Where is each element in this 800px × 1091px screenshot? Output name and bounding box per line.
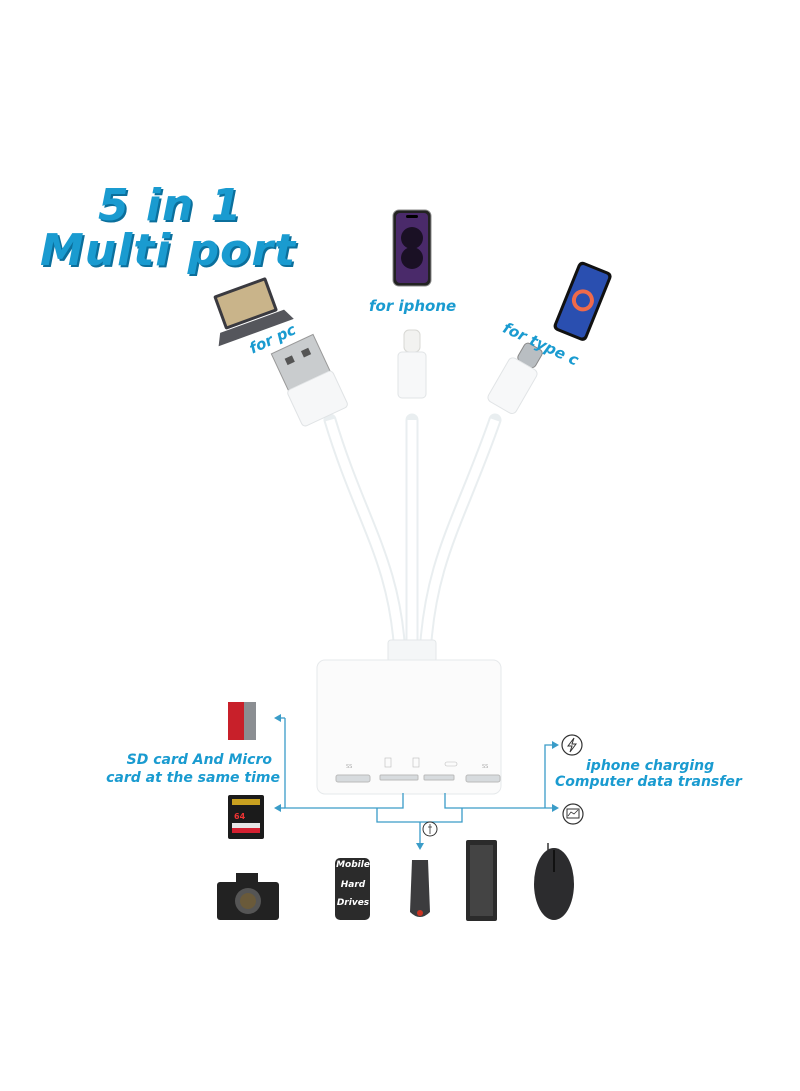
title-line1: 5 in 1 xyxy=(98,180,243,231)
usb-a-plug xyxy=(270,333,348,427)
monitor-icon xyxy=(562,803,584,825)
android-phone-icon xyxy=(553,261,612,341)
hard-drive-label-3: Drives xyxy=(336,898,370,908)
right-caption-line2: Computer data transfer xyxy=(555,774,742,790)
sd-capacity: 64 xyxy=(234,812,246,821)
svg-text:SS: SS xyxy=(346,764,352,770)
sd-card-icon: 64 xyxy=(228,795,264,839)
hard-drive-icon xyxy=(335,858,370,920)
keyboard-icon xyxy=(466,840,497,921)
left-caption-line2: card at the same time xyxy=(106,770,280,786)
camera-icon xyxy=(217,873,279,920)
svg-text:SS: SS xyxy=(482,764,488,770)
title-line2: Multi port xyxy=(40,225,297,276)
left-caption-line1: SD card And Micro xyxy=(126,752,272,768)
usb-icon xyxy=(422,821,438,837)
label-iphone: for iphone xyxy=(369,297,457,315)
lightning-plug xyxy=(397,329,427,399)
laptop-icon xyxy=(213,277,294,347)
lightning-bolt-icon xyxy=(561,734,583,756)
connector-lines xyxy=(278,717,555,846)
hard-drive-label-2: Hard xyxy=(340,880,366,890)
micro-sd-card-icon xyxy=(228,702,256,740)
flash-drive-icon xyxy=(410,860,430,917)
hub-body: SS SS xyxy=(316,659,502,795)
right-caption-line1: iphone charging xyxy=(586,758,715,774)
mouse-icon xyxy=(534,843,574,920)
iphone-icon xyxy=(392,209,432,287)
type-c-plug xyxy=(487,342,543,414)
hard-drive-label-1: Mobile xyxy=(336,860,370,870)
